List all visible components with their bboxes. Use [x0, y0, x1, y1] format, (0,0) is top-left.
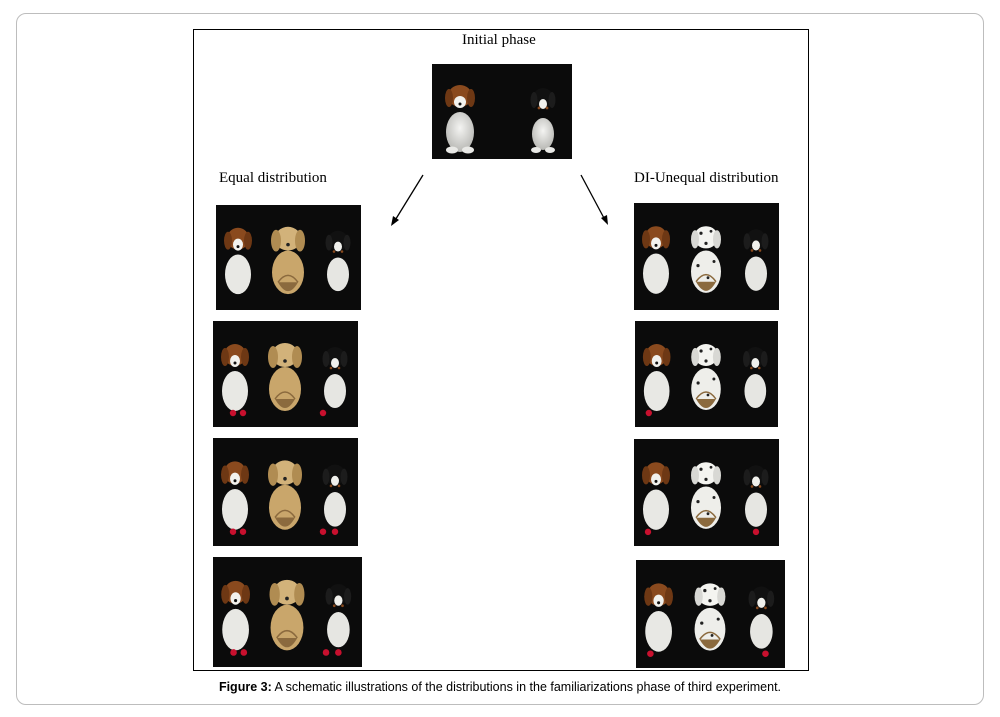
equal-photo-2-scene	[221, 343, 348, 417]
initial-phase-label: Initial phase	[462, 32, 536, 48]
equal-photo-3	[213, 438, 358, 546]
unequal-photo-3-scene	[642, 462, 769, 536]
equal-photo-3-scene	[221, 460, 348, 535]
equal-photo-1	[216, 205, 361, 310]
unequal-photo-4	[636, 560, 785, 668]
equal-photo-2	[213, 321, 358, 427]
figure-caption: Figure 3: A schematic illustrations of t…	[0, 680, 1000, 694]
arrow-to-equal-icon	[391, 174, 424, 226]
unequal-photo-3	[634, 439, 779, 546]
initial-phase-photo	[432, 64, 572, 159]
caption-label: Figure 3:	[218, 680, 272, 694]
unequal-photo-1-scene	[642, 226, 769, 294]
equal-photo-4-scene	[221, 579, 352, 656]
arrow-to-unequal-icon	[580, 174, 608, 225]
unequal-distribution-label: DI-Unequal distribution	[634, 170, 779, 186]
equal-distribution-label: Equal distribution	[219, 170, 327, 186]
unequal-photo-4-scene	[644, 583, 775, 657]
caption-text: A schematic illustrations of the distrib…	[271, 680, 782, 694]
equal-photo-4	[213, 557, 362, 667]
equal-photo-1-scene	[224, 226, 351, 295]
unequal-photo-2-scene	[642, 344, 768, 417]
unequal-photo-1	[634, 203, 779, 310]
unequal-photo-2	[635, 321, 778, 427]
